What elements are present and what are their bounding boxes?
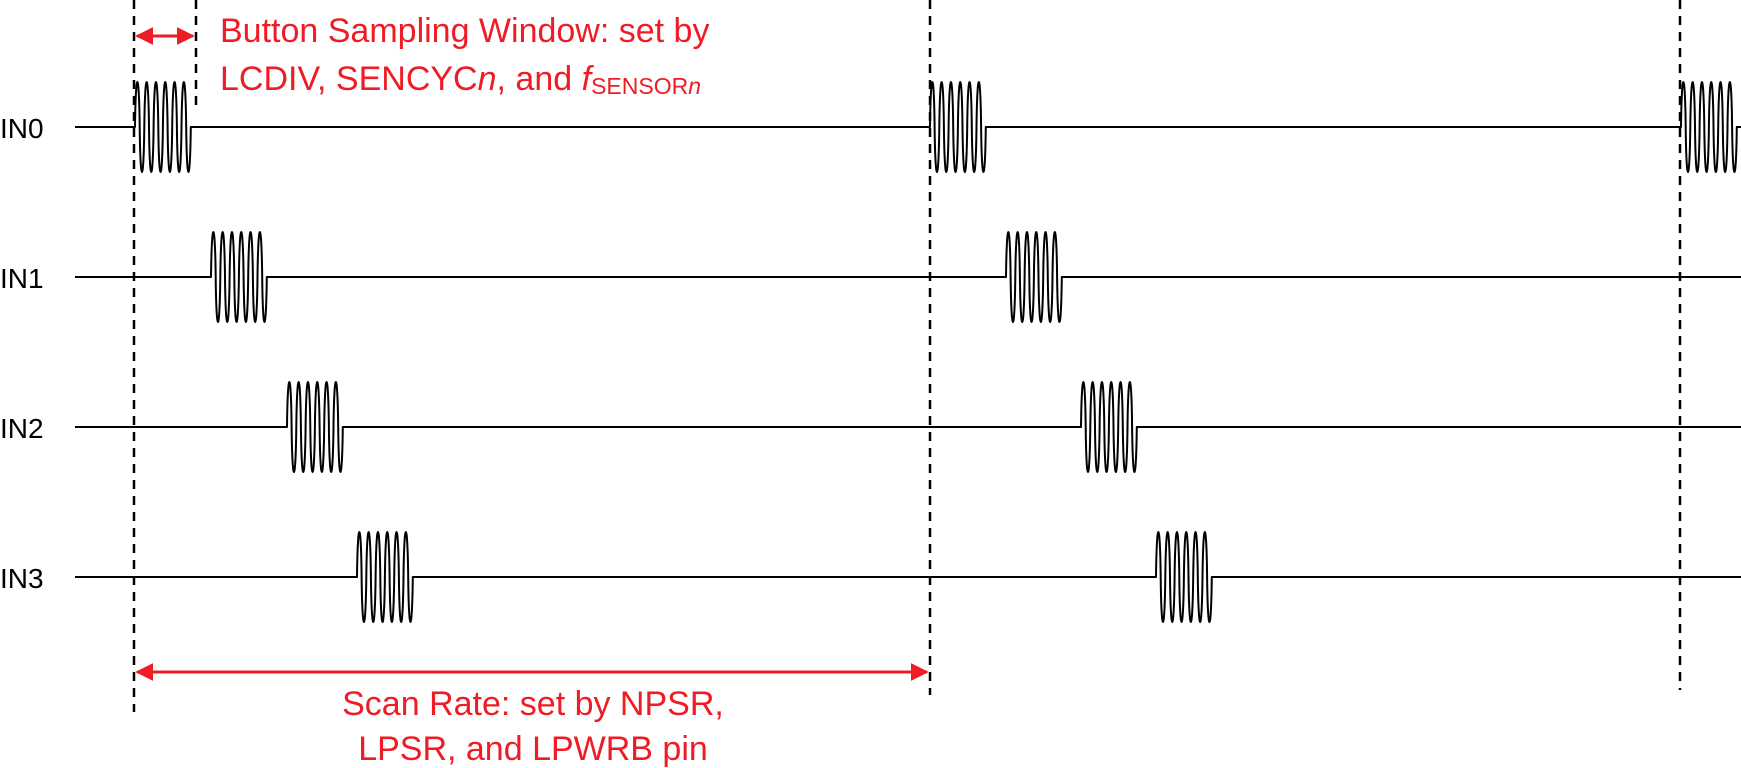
sampling-window-line1: Button Sampling Window: set by xyxy=(220,12,709,50)
scan-rate-line1: Scan Rate: set by NPSR, xyxy=(342,685,724,723)
channel-label-in1: IN1 xyxy=(0,263,44,294)
signal-trace-in0 xyxy=(75,81,1741,173)
scan-rate-annotation: Scan Rate: set by NPSR, LPSR, and LPWRB … xyxy=(342,685,724,768)
scan-rate-line2: LPSR, and LPWRB pin xyxy=(358,730,708,768)
sampling-window-line2-mid: , and xyxy=(497,60,582,98)
sampling-window-line2-prefix: LCDIV, SENCYC xyxy=(220,60,478,98)
signal-trace-in3 xyxy=(75,531,1741,623)
sampling-window-annotation: Button Sampling Window: set by LCDIV, SE… xyxy=(220,12,709,99)
sampling-window-line2-n: n xyxy=(478,60,497,98)
channel-label-in2: IN2 xyxy=(0,413,44,444)
signal-traces xyxy=(75,81,1741,623)
signal-trace-in1 xyxy=(75,231,1741,323)
channel-label-in0: IN0 xyxy=(0,113,44,144)
sampling-window-line2-sub-n: n xyxy=(688,73,701,99)
sampling-window-line2-sub: SENSOR xyxy=(591,73,688,99)
channel-label-in3: IN3 xyxy=(0,563,44,594)
signal-trace-in2 xyxy=(75,381,1741,473)
sampling-window-line2: LCDIV, SENCYCn, and fSENSORn xyxy=(220,60,701,99)
